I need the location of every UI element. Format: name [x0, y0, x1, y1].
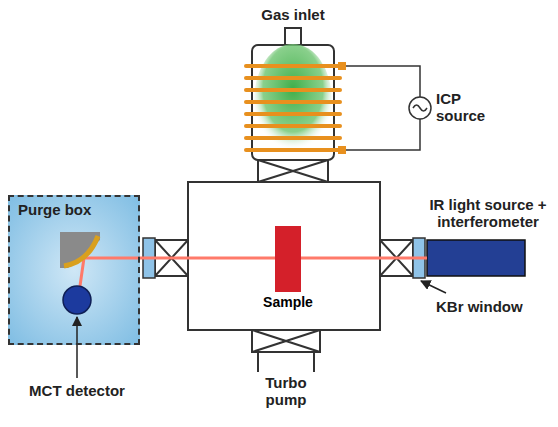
sample-label: Sample — [255, 294, 321, 310]
leader-arrow — [421, 281, 446, 293]
sample-node: Sample — [255, 226, 321, 318]
valve-cross — [252, 330, 320, 352]
top-valve — [258, 160, 328, 182]
coil-turn — [246, 64, 340, 68]
purge-box-fill — [8, 195, 140, 345]
sample-slab — [275, 226, 301, 292]
part-label: IR light source + interferometer — [420, 196, 556, 231]
coil-terminal — [338, 62, 346, 70]
valve-body — [258, 160, 328, 182]
pump-pipe — [258, 352, 314, 372]
box-heading: Purge box — [18, 201, 130, 218]
coil-turn — [246, 124, 340, 128]
rf-coil — [246, 66, 340, 150]
part-label: Gas inlet — [243, 6, 343, 23]
leader-arrow — [76, 317, 78, 378]
coil-turn — [246, 148, 340, 152]
coil-turn — [246, 100, 340, 104]
ir-source-box — [427, 240, 525, 276]
mirror — [64, 236, 98, 266]
bottom-valve — [252, 330, 320, 352]
valve-cross — [258, 160, 328, 182]
gas-inlet-tube — [285, 28, 301, 45]
part-label: KBr window — [436, 298, 546, 315]
part-label: MCT detector — [17, 382, 137, 399]
coil-turn — [246, 76, 340, 80]
valve-body — [252, 330, 320, 352]
coil-turn — [246, 88, 340, 92]
part-label: Turbo pump — [256, 374, 316, 409]
coil-turn — [246, 136, 340, 140]
ac-tilde — [413, 105, 427, 111]
ac-source-symbol — [409, 97, 431, 119]
purge-box: Purge box — [8, 195, 140, 345]
ir-beam — [80, 258, 427, 286]
mirror-mount — [60, 232, 100, 268]
mct-detector — [63, 286, 91, 314]
coil-turn — [246, 112, 340, 116]
vacuum-chamber — [188, 182, 380, 330]
coil-terminal — [338, 146, 346, 154]
part-label: ICP source — [436, 90, 506, 125]
